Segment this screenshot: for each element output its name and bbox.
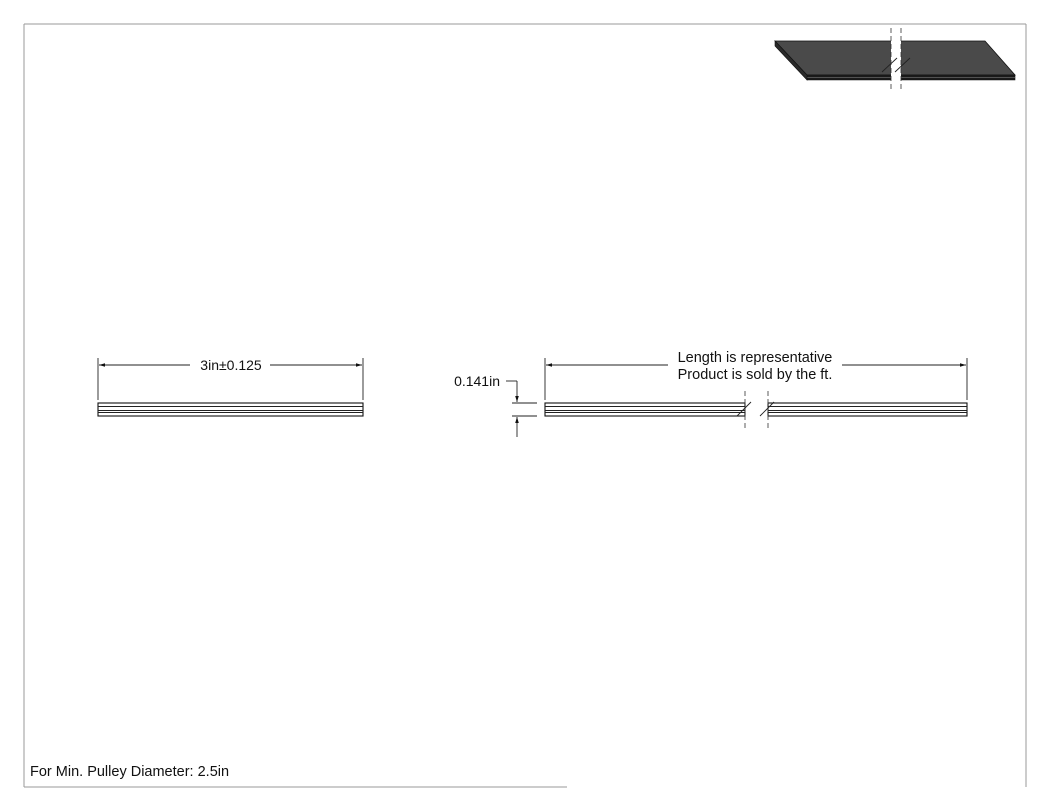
- break-gap: [891, 30, 901, 90]
- width-dimension-label: 3in±0.125: [200, 357, 262, 373]
- belt-segment-right: [767, 402, 968, 417]
- length-note-line2: Product is sold by the ft.: [678, 367, 833, 383]
- length-note-line1: Length is representative: [678, 350, 833, 366]
- belt-end-profile: [97, 402, 364, 417]
- isometric-view: [774, 28, 1016, 92]
- belt-segment-left: [544, 402, 746, 417]
- end-view: 3in±0.125: [97, 357, 364, 417]
- front-view: Length is representative Product is sold…: [454, 350, 968, 437]
- drawing-frame: [23, 23, 1027, 788]
- thickness-dimension: 0.141in: [454, 373, 537, 437]
- pulley-diameter-note: For Min. Pulley Diameter: 2.5in: [30, 764, 229, 780]
- break-symbol: [736, 391, 775, 428]
- thickness-dimension-label: 0.141in: [454, 373, 500, 389]
